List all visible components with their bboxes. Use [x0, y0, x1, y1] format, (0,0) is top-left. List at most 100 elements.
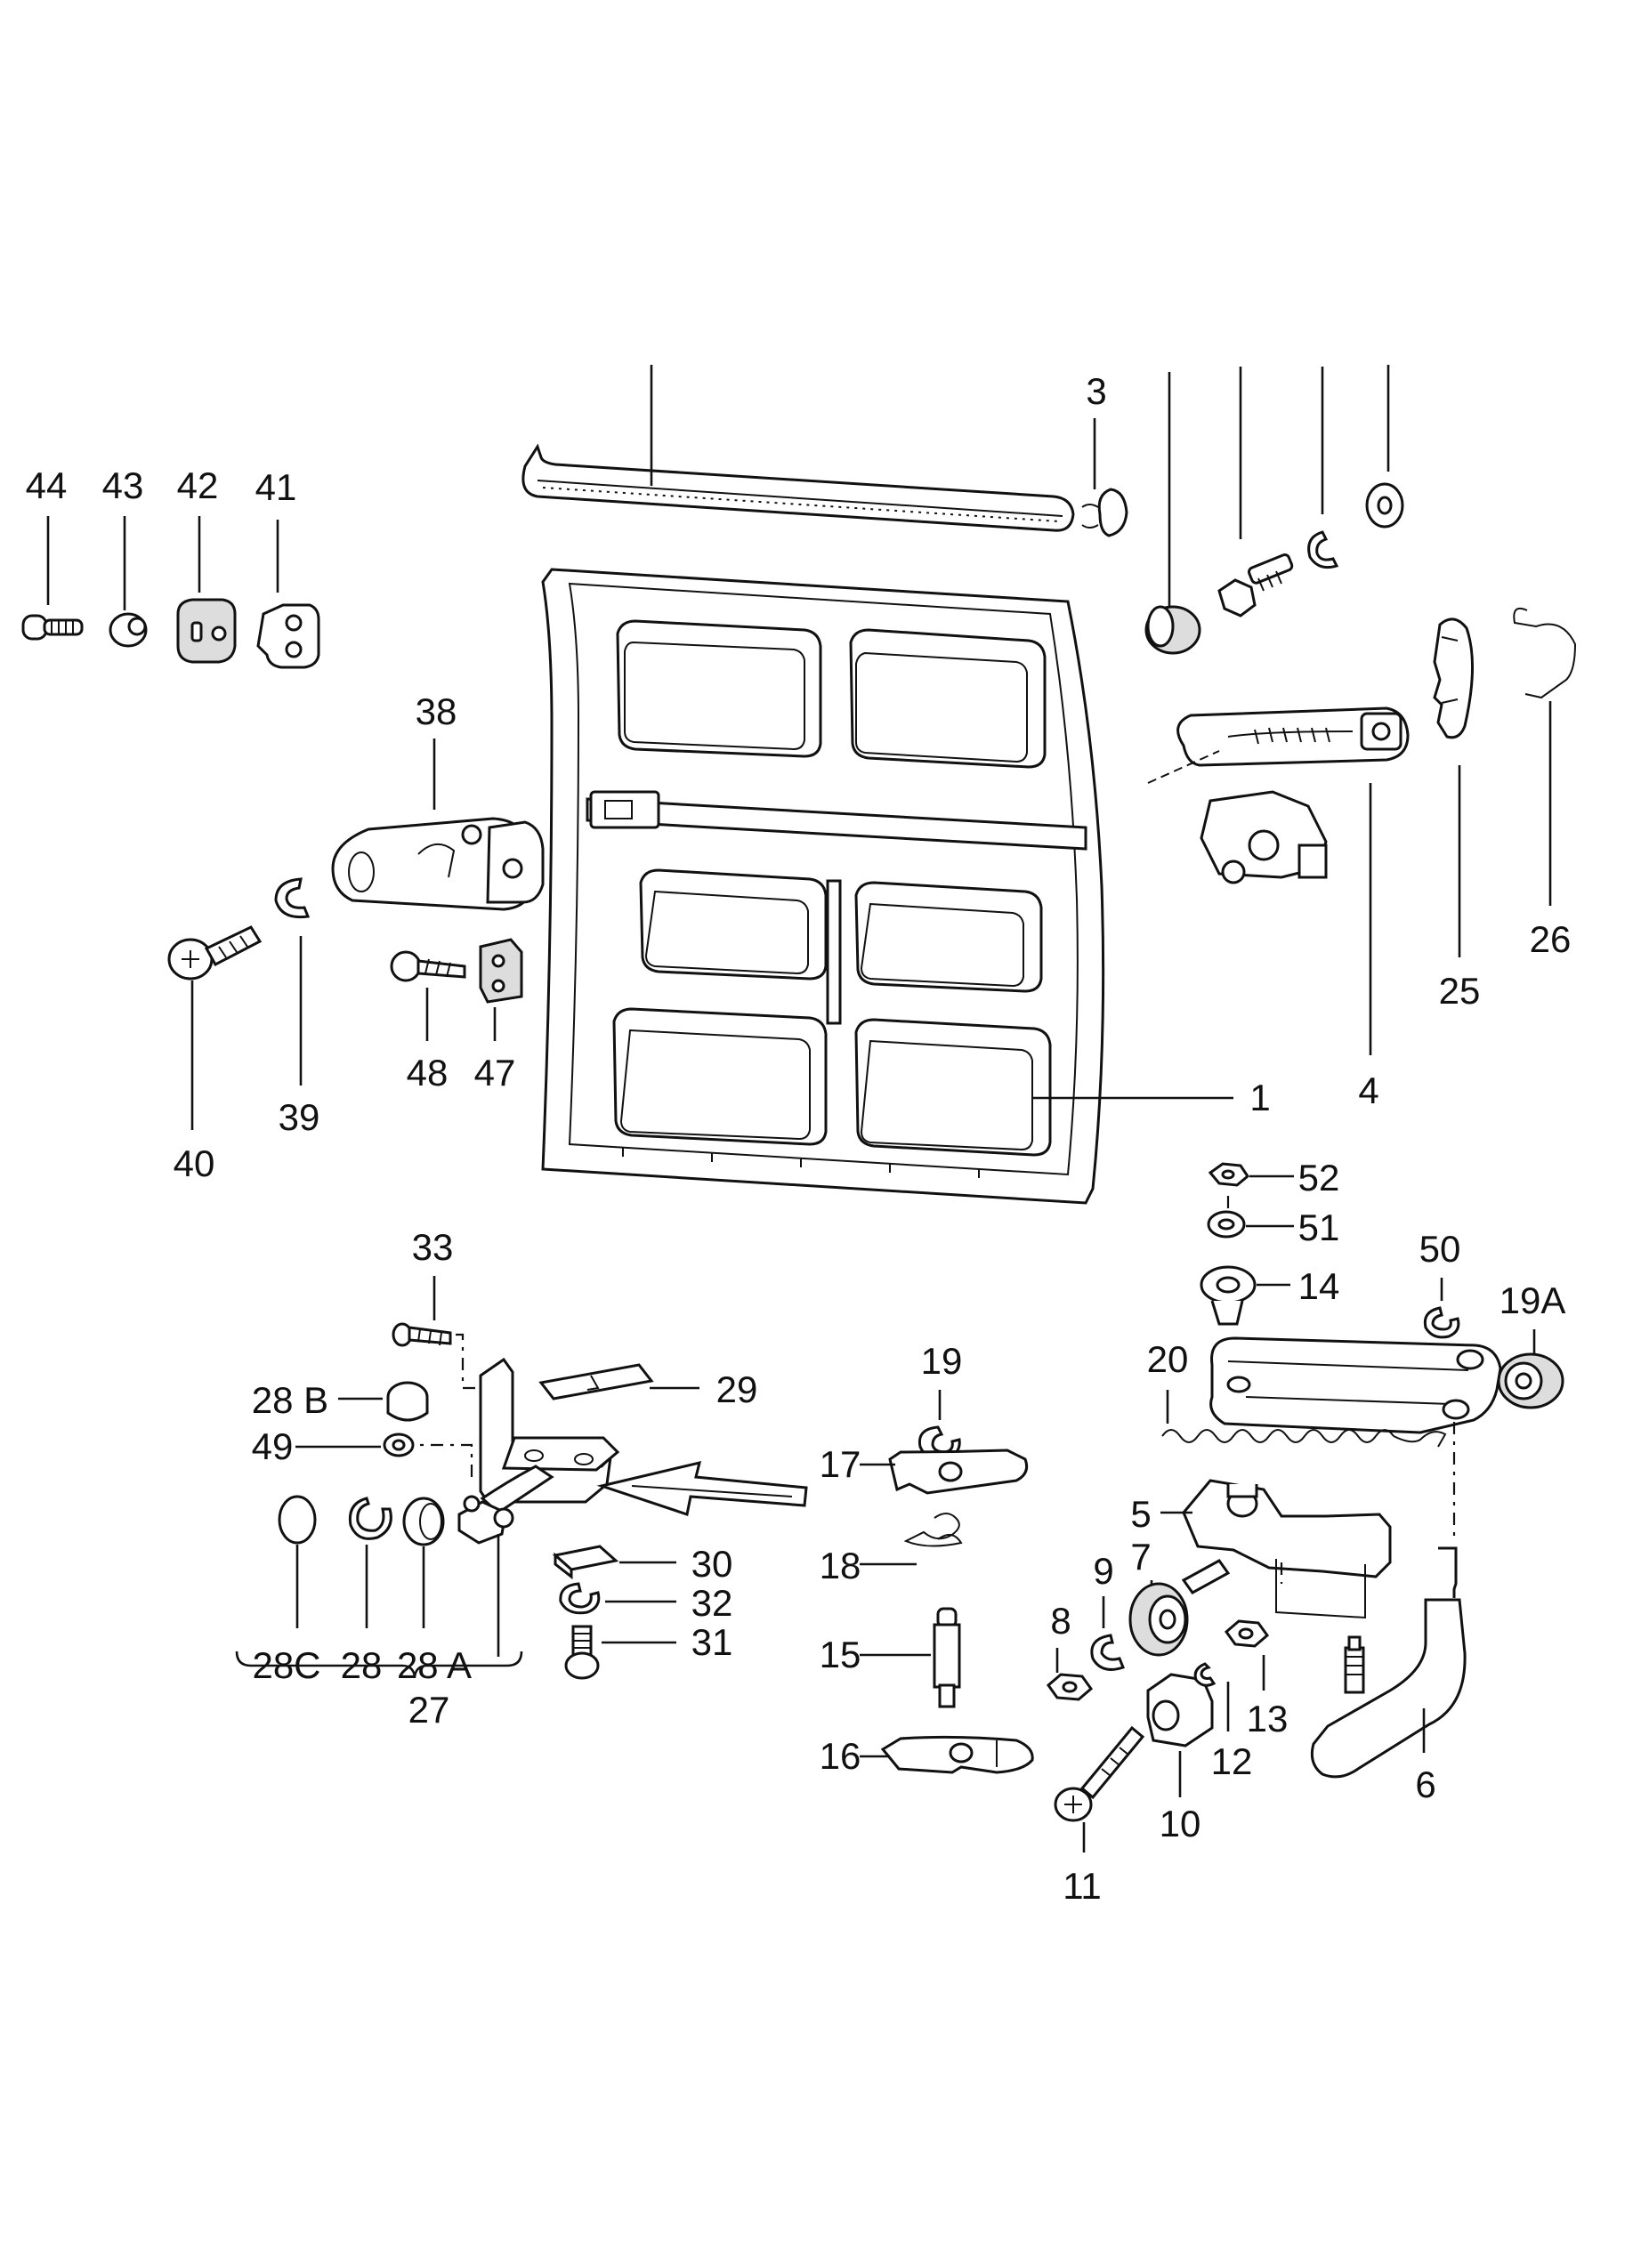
part-20-spring	[1161, 1429, 1447, 1448]
callout-14: 14	[1298, 1265, 1340, 1307]
part-17-lever	[888, 1449, 1029, 1495]
callout-28b: 28 B	[252, 1379, 328, 1421]
part-28b-bush	[386, 1381, 429, 1422]
callout-50: 50	[1419, 1228, 1461, 1270]
callout-47: 47	[474, 1052, 516, 1094]
part-49-ring	[383, 1433, 415, 1457]
dash-49	[400, 1443, 473, 1484]
callout-9: 9	[1093, 1550, 1113, 1592]
part-washer-top	[1365, 482, 1404, 529]
part-hex-bolt	[1217, 553, 1294, 617]
callout-8: 8	[1050, 1600, 1071, 1642]
part-32-lockwasher	[559, 1582, 601, 1615]
part-10-block	[1146, 1673, 1214, 1747]
callout-33: 33	[412, 1226, 454, 1268]
callout-43: 43	[102, 464, 144, 506]
callout-39: 39	[279, 1096, 320, 1138]
part-50-clip	[1423, 1306, 1460, 1339]
callout-30: 30	[691, 1543, 733, 1585]
part-7-stud	[1181, 1559, 1231, 1594]
part-43-clip	[109, 612, 148, 648]
part-13-nut	[1224, 1619, 1270, 1648]
callout-16: 16	[820, 1735, 861, 1777]
part-42-retainer	[176, 598, 237, 664]
callout-52: 52	[1298, 1157, 1340, 1199]
callout-20: 20	[1147, 1338, 1189, 1380]
callout-5: 5	[1130, 1493, 1151, 1535]
direction-arrow	[596, 1460, 808, 1516]
part-19a-roller	[1497, 1352, 1564, 1409]
part-47-nut-plate	[479, 938, 523, 1004]
callout-41: 41	[255, 466, 297, 508]
callout-29: 29	[716, 1368, 758, 1410]
part-30-plate	[552, 1545, 619, 1580]
callout-42: 42	[177, 464, 219, 506]
part-25-handle	[1433, 617, 1475, 739]
part-11-bolt	[1054, 1725, 1145, 1822]
callout-31: 31	[691, 1621, 733, 1663]
callout-48: 48	[407, 1052, 449, 1094]
callout-15: 15	[820, 1634, 861, 1675]
part-29-shim	[538, 1363, 654, 1400]
callout-17: 17	[820, 1443, 861, 1485]
part-28-circlip	[348, 1497, 392, 1540]
roller-carrier-arm	[1209, 1336, 1502, 1434]
part-51-washer	[1207, 1210, 1246, 1239]
callout-26: 26	[1530, 918, 1572, 960]
part-circlip-top	[1307, 530, 1339, 569]
part-28c-cap	[278, 1495, 317, 1545]
upper-guide-rail	[521, 443, 1075, 532]
part-39-clip	[274, 877, 311, 919]
sliding-door-panel	[541, 568, 1105, 1205]
callout-18: 18	[820, 1545, 861, 1586]
callout-27: 27	[408, 1689, 450, 1731]
callout-38: 38	[416, 690, 457, 732]
lock-mechanism	[1176, 706, 1410, 884]
bracket-27	[235, 1651, 523, 1677]
part-40-screw	[167, 925, 263, 981]
callout-11: 11	[1063, 1865, 1102, 1907]
part-38-striker	[331, 817, 545, 911]
callout-25: 25	[1439, 970, 1481, 1012]
part-12-washer	[1193, 1662, 1217, 1687]
callout-7: 7	[1130, 1536, 1151, 1578]
part-52-nut	[1208, 1162, 1249, 1187]
part-18-spring	[903, 1513, 963, 1547]
callout-49: 49	[252, 1425, 294, 1467]
part-8-nut	[1046, 1673, 1094, 1701]
part-7-roller	[1128, 1582, 1189, 1657]
callout-51: 51	[1298, 1207, 1340, 1248]
part-9-clip	[1090, 1634, 1125, 1671]
callout-6: 6	[1415, 1764, 1435, 1805]
callout-44: 44	[26, 464, 68, 506]
callout-3: 3	[1086, 370, 1106, 412]
callout-32: 32	[691, 1582, 733, 1624]
part-15-pin	[933, 1607, 961, 1708]
callout-13: 13	[1247, 1698, 1289, 1739]
callout-40: 40	[174, 1142, 215, 1184]
dash-33	[456, 1333, 486, 1390]
callout-12: 12	[1211, 1740, 1253, 1782]
callout-19a: 19A	[1500, 1279, 1566, 1321]
callout-1: 1	[1249, 1077, 1270, 1118]
lock-dash-link	[1147, 750, 1220, 784]
part-cap	[1144, 605, 1201, 655]
part-14-bushing	[1200, 1265, 1257, 1326]
part-48-screw	[390, 950, 466, 982]
part-3-roller	[1081, 488, 1128, 537]
part-31-bolt	[564, 1625, 600, 1680]
callout-4: 4	[1358, 1069, 1378, 1111]
callout-10: 10	[1160, 1803, 1201, 1844]
part-5-slide-block	[1182, 1479, 1392, 1619]
part-26-spring-clip	[1513, 607, 1577, 699]
part-6-link-arm	[1310, 1546, 1467, 1779]
lower-hinge-bracket	[457, 1357, 620, 1545]
part-28a-sleeve	[402, 1497, 445, 1546]
callout-19: 19	[921, 1340, 963, 1382]
part-33-screw	[392, 1322, 452, 1347]
part-44-bolt	[21, 614, 84, 641]
part-16-latch	[880, 1735, 1034, 1774]
part-41-guide	[256, 603, 320, 669]
